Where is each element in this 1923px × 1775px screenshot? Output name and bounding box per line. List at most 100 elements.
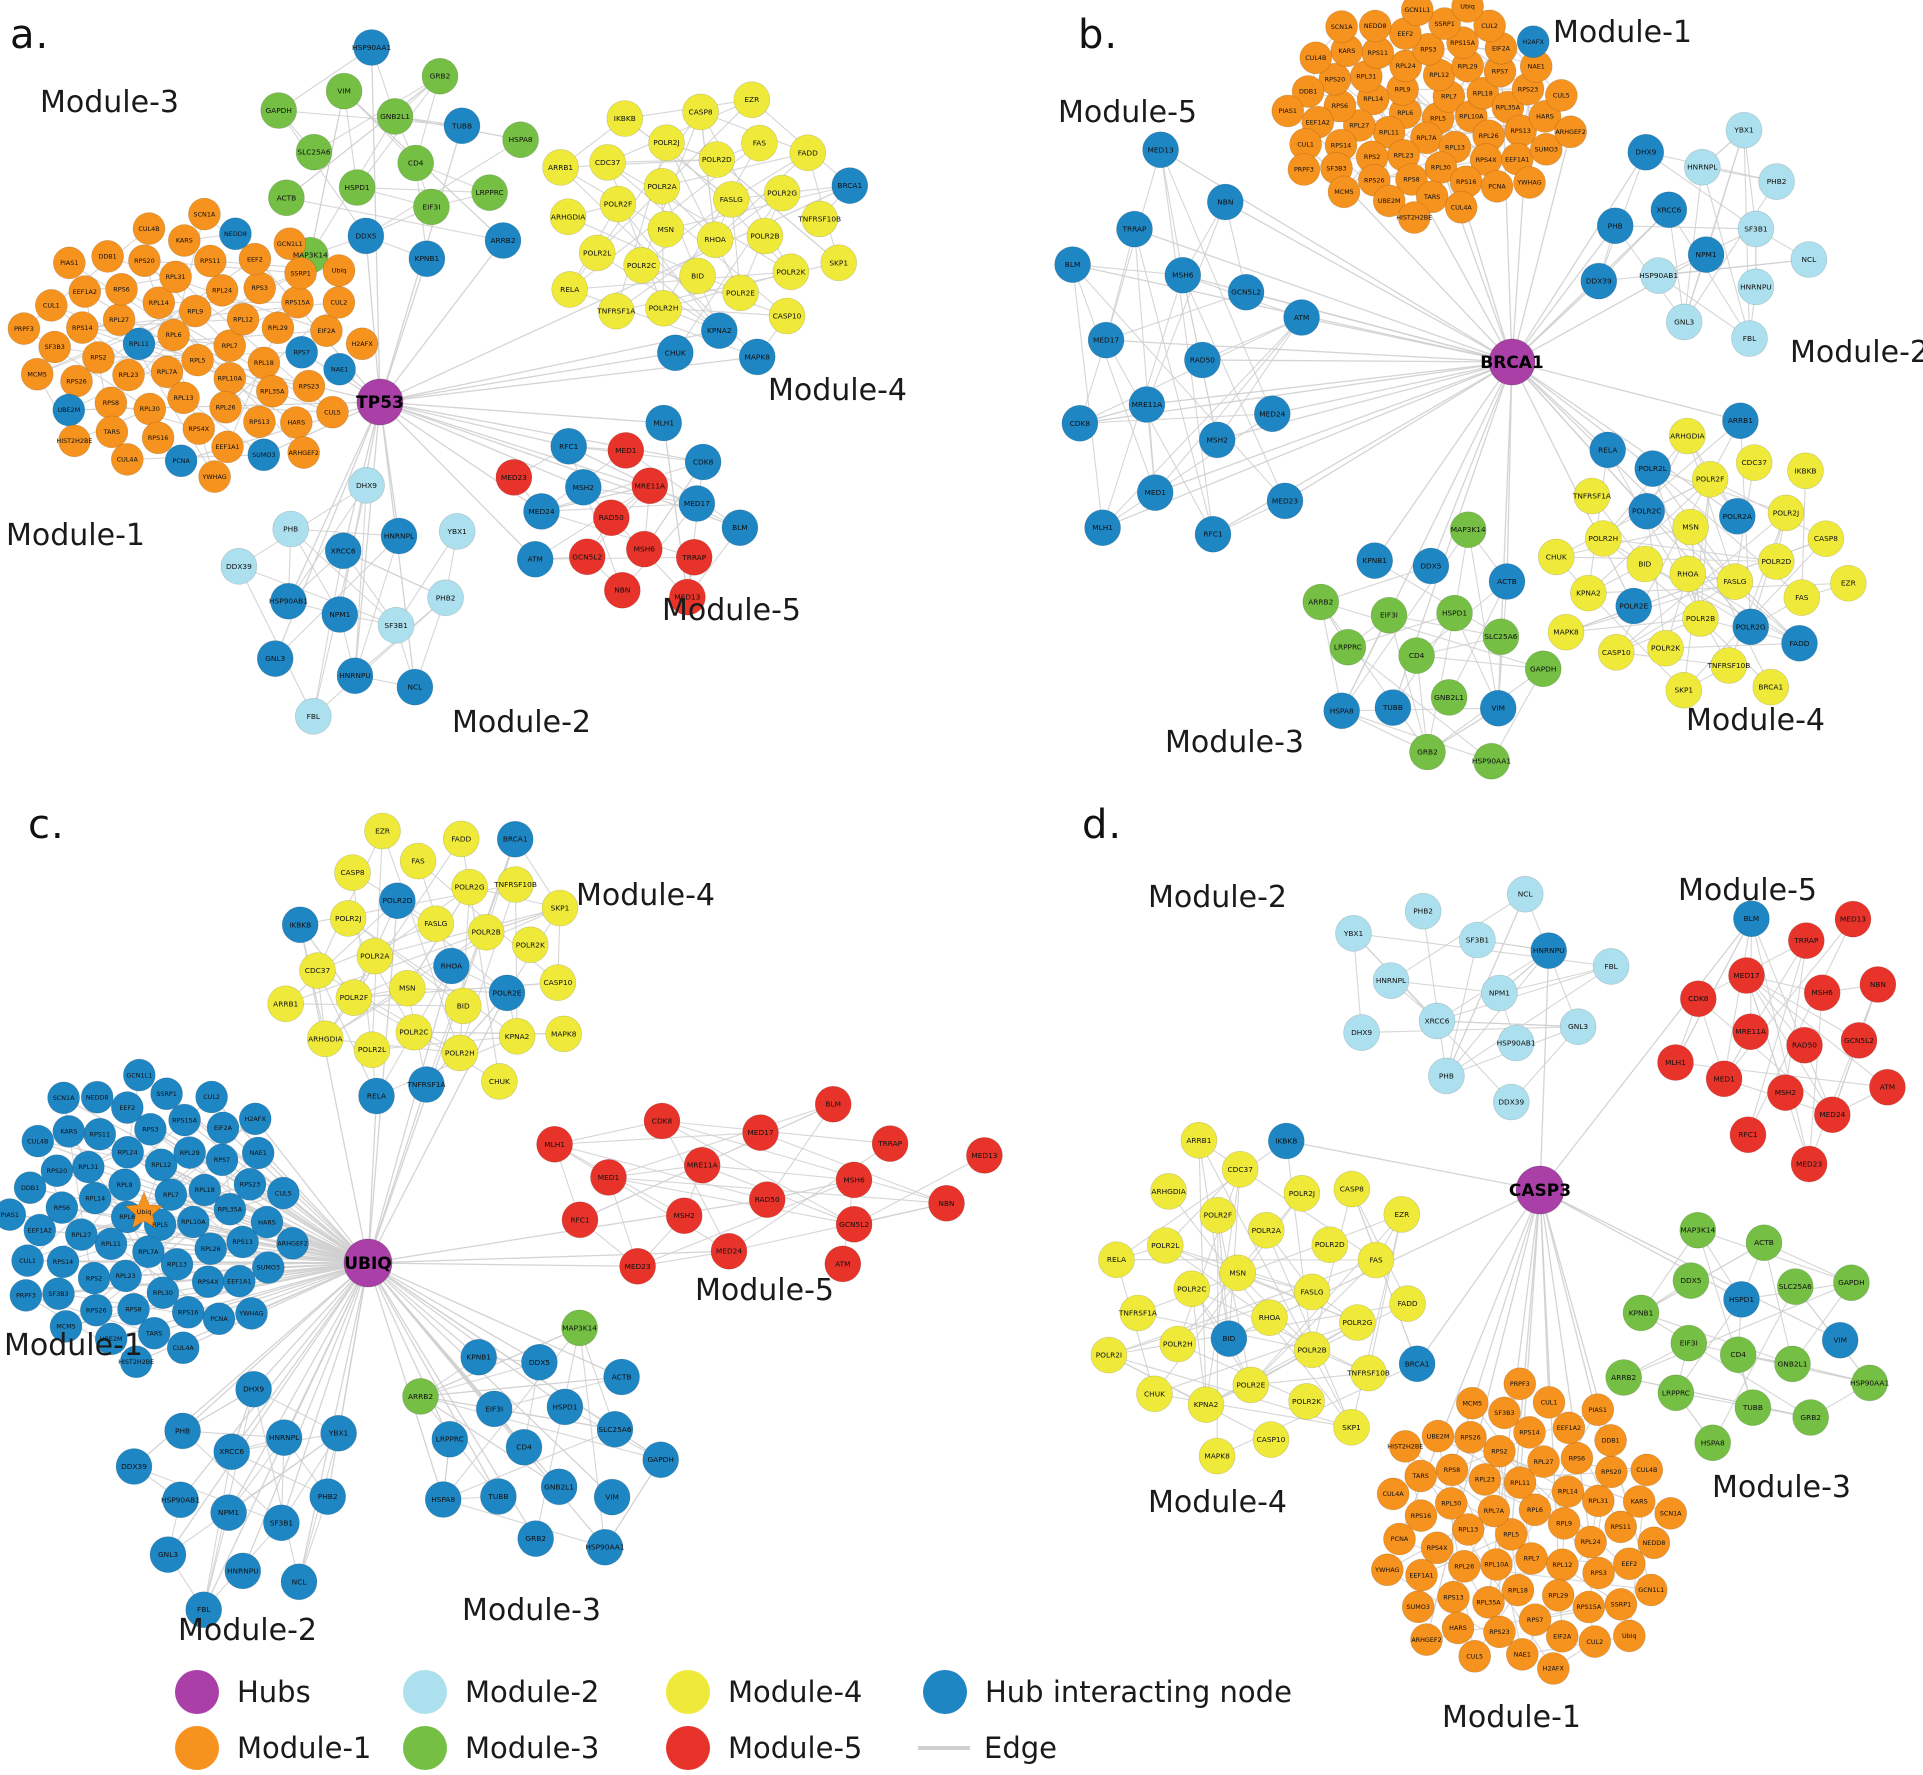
node-POLR2B[interactable] — [1293, 1331, 1331, 1369]
node-POLR2K[interactable] — [511, 926, 549, 964]
node-XRCC6[interactable] — [1418, 1002, 1456, 1040]
node-RPL13[interactable] — [1451, 1513, 1485, 1546]
node-SCN1A[interactable] — [1654, 1497, 1687, 1530]
node-HNRNPU[interactable] — [1737, 268, 1775, 306]
node-EIF2A[interactable] — [1545, 1620, 1579, 1653]
node-PCNA[interactable] — [164, 444, 198, 478]
node-SSRP1[interactable] — [1428, 7, 1461, 40]
node-RPL24[interactable] — [111, 1136, 144, 1169]
node-IKBKB[interactable] — [1787, 452, 1824, 490]
node-NPM1[interactable] — [1687, 236, 1725, 273]
node-POLR2E[interactable] — [488, 974, 526, 1012]
node-POLR2J[interactable] — [1767, 494, 1805, 532]
node-EIF2A[interactable] — [206, 1111, 240, 1145]
node-SF3B3[interactable] — [42, 1277, 75, 1310]
node-MED24[interactable] — [710, 1232, 748, 1270]
node-MSH2[interactable] — [1198, 421, 1236, 459]
node-RPL5[interactable] — [181, 343, 214, 377]
node-GNB2L1[interactable] — [1430, 679, 1468, 716]
node-BLM[interactable] — [1733, 900, 1770, 938]
node-RELA[interactable] — [1589, 431, 1626, 469]
node-NCL[interactable] — [396, 668, 434, 706]
node-ARHGEF2[interactable] — [287, 436, 321, 469]
node-MCM5[interactable] — [20, 357, 54, 391]
node-EZR[interactable] — [1830, 564, 1867, 602]
node-POLR2C[interactable] — [623, 246, 660, 284]
node-RPL35A[interactable] — [213, 1192, 247, 1226]
node-TNFRSF10B[interactable] — [801, 200, 839, 238]
node-MRE11A[interactable] — [1128, 386, 1166, 423]
node-FADD[interactable] — [1781, 624, 1818, 662]
node-ATM[interactable] — [1283, 299, 1320, 336]
node-SSRP1[interactable] — [150, 1077, 183, 1111]
node-NEDD8[interactable] — [80, 1080, 114, 1114]
node-POLR2D[interactable] — [379, 882, 416, 920]
node-POLR2F[interactable] — [1691, 460, 1729, 498]
node-HSP90AB1[interactable] — [1640, 257, 1677, 294]
node-MED13[interactable] — [669, 578, 706, 616]
node-CASP8[interactable] — [1807, 520, 1845, 558]
node-NBN[interactable] — [1207, 183, 1244, 221]
node-TNFRSF1A[interactable] — [1573, 477, 1611, 515]
node-UBE2M[interactable] — [94, 1322, 128, 1356]
node-FADD[interactable] — [442, 820, 480, 858]
node-GNL3[interactable] — [1559, 1008, 1597, 1045]
node-BLM[interactable] — [1054, 246, 1091, 283]
node-NBN[interactable] — [928, 1185, 965, 1222]
node-CASP8[interactable] — [334, 854, 371, 891]
node-BRCA1[interactable] — [496, 820, 534, 858]
node-RPL24[interactable] — [205, 274, 239, 307]
node-ATM[interactable] — [824, 1245, 862, 1283]
node-GCN1L1[interactable] — [123, 1058, 156, 1092]
node-FASLG[interactable] — [712, 181, 750, 218]
node-POLR2B[interactable] — [746, 217, 784, 255]
node-RPL9[interactable] — [1547, 1507, 1581, 1540]
node-RPL26[interactable] — [1448, 1550, 1481, 1583]
node-RPL7[interactable] — [213, 329, 246, 363]
node-TUBB[interactable] — [1734, 1389, 1772, 1426]
node-POLR2G[interactable] — [763, 174, 801, 212]
node-KPNA2[interactable] — [1187, 1386, 1225, 1423]
node-RPS20[interactable] — [128, 244, 161, 278]
node-HSPA8[interactable] — [1694, 1424, 1731, 1462]
node-PRPF3[interactable] — [1287, 153, 1321, 186]
node-SF3B3[interactable] — [38, 330, 72, 364]
node-RELA[interactable] — [358, 1077, 395, 1115]
node-KPNB1[interactable] — [408, 240, 446, 278]
node-ARRB2[interactable] — [1605, 1359, 1642, 1396]
node-MAPK8[interactable] — [1198, 1437, 1236, 1475]
node-PRPF3[interactable] — [7, 312, 41, 345]
node-EEF1A2[interactable] — [1552, 1411, 1586, 1445]
node-CHUK[interactable] — [1538, 538, 1575, 576]
node-NPM1[interactable] — [1481, 974, 1518, 1012]
node-POLR2H[interactable] — [1585, 520, 1622, 557]
node-CDC37[interactable] — [299, 952, 336, 989]
node-BID[interactable] — [1210, 1320, 1248, 1357]
node-GRB2[interactable] — [1792, 1399, 1829, 1436]
node-BLM[interactable] — [721, 509, 759, 547]
node-RHOA[interactable] — [696, 221, 734, 258]
node-RPL7A[interactable] — [150, 355, 184, 389]
node-CUL4B[interactable] — [132, 212, 166, 245]
node-NAE1[interactable] — [1506, 1638, 1539, 1671]
node-ARHGEF2[interactable] — [276, 1227, 309, 1260]
node-MED1[interactable] — [607, 432, 645, 469]
node-HNRNPL[interactable] — [380, 517, 418, 555]
node-CUL4A[interactable] — [1444, 191, 1478, 224]
node-SUMO3[interactable] — [247, 438, 281, 472]
node-FBL[interactable] — [185, 1591, 222, 1628]
node-CUL4B[interactable] — [1630, 1453, 1664, 1487]
node-H2AFX[interactable] — [1537, 1652, 1570, 1685]
node-RPL35A[interactable] — [1472, 1586, 1505, 1619]
node-TARS[interactable] — [137, 1316, 171, 1350]
node-NBN[interactable] — [603, 571, 641, 609]
node-HIST2H2BE[interactable] — [119, 1345, 153, 1379]
node-RPS2[interactable] — [77, 1261, 111, 1295]
node-FASLG[interactable] — [1716, 563, 1754, 600]
node-GCN5L2[interactable] — [835, 1206, 873, 1243]
node-RPS13[interactable] — [226, 1225, 259, 1259]
node-SLC25A6[interactable] — [1482, 618, 1520, 656]
node-POLR2G[interactable] — [451, 868, 488, 906]
node-NEDD8[interactable] — [1358, 9, 1392, 43]
node-KARS[interactable] — [52, 1115, 86, 1148]
